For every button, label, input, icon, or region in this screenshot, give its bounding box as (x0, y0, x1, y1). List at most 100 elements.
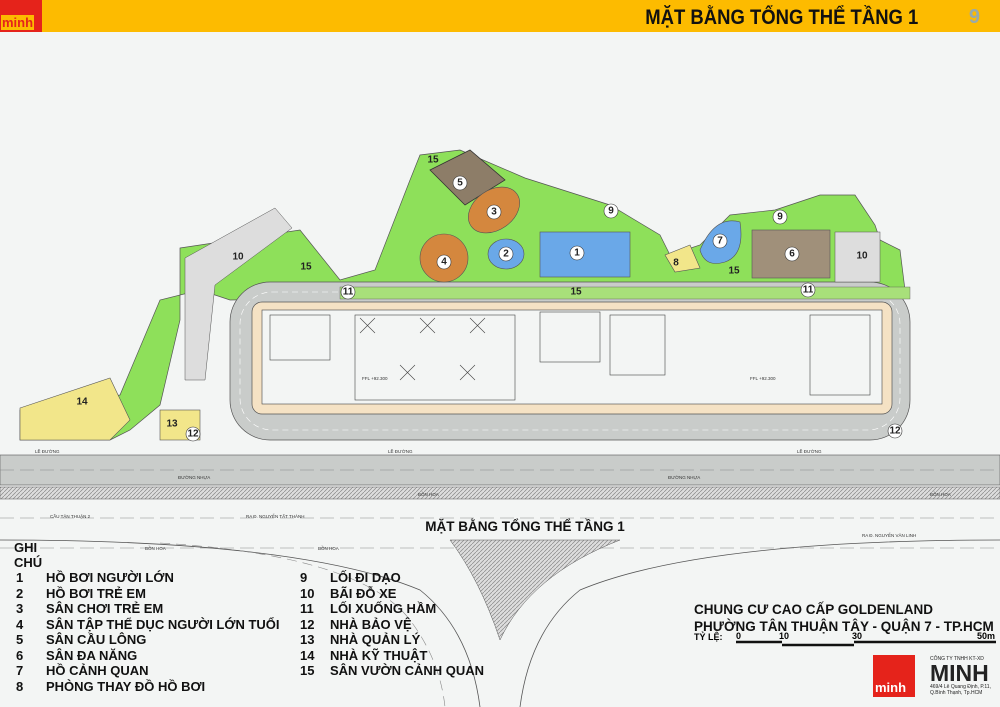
legend-number: 13 (300, 632, 315, 647)
scale-tick: 50m (977, 631, 995, 641)
street-label: BỒN HOA (930, 491, 951, 497)
legend-number: 3 (16, 601, 24, 616)
parking-left (184, 207, 293, 381)
legend-text: NHÀ QUẢN LÝ (330, 632, 421, 647)
marker-number: 14 (76, 397, 88, 408)
marker-number: 9 (608, 206, 614, 217)
legend-text: SÂN ĐA NĂNG (46, 647, 138, 663)
scale-tick: 0 (736, 631, 741, 641)
legend-number: 1 (16, 570, 24, 585)
legend-number: 12 (300, 616, 315, 632)
marker-12: 12 (887, 423, 903, 439)
marker-3: 3 (486, 204, 502, 220)
street-label: ĐƯỜNG NHỰA (178, 474, 210, 480)
parking-right (834, 231, 881, 283)
marker-circle (569, 245, 585, 261)
marker-circle (185, 426, 201, 442)
marker-9: 9 (603, 203, 619, 219)
marker-number: 11 (343, 287, 354, 298)
legend-number: 10 (300, 585, 315, 601)
marker-circle (712, 233, 728, 249)
marker-number: 3 (491, 207, 497, 218)
marker-number: 15 (427, 155, 439, 166)
legend-number: 7 (16, 663, 24, 678)
plan-caption: MẶT BẰNG TỔNG THỂ TẦNG 1 (425, 519, 625, 534)
marker-circle (436, 254, 452, 270)
site-plan: FFL +92.300 FFL +92.300 LỀ ĐƯỜNG LỀ ĐƯỜN… (0, 149, 1000, 707)
marker-circle (800, 282, 816, 298)
brand-logo: minh (873, 655, 915, 697)
company-info: CÔNG TY TNHH KT-XD MINH 469/4 Lê Quang Đ… (930, 656, 991, 696)
marker-circle (887, 423, 903, 439)
internal-road-lane (239, 291, 901, 431)
garden-strip (339, 286, 911, 300)
legend-text: SÂN CẦU LÔNG (46, 632, 147, 647)
marker-2: 2 (498, 246, 514, 262)
project-name: CHUNG CƯ CAO CẤP GOLDENLAND (694, 602, 933, 617)
marker-number: 12 (889, 426, 901, 437)
marker-circle (498, 246, 514, 262)
project-info: CHUNG CƯ CAO CẤP GOLDENLAND PHƯỜNG TÂN T… (694, 601, 994, 635)
street-label: ĐƯỜNG NHỰA (668, 474, 700, 480)
street-label: RA Đ. NGUYỄN TẤT THÀNH (246, 513, 305, 519)
adult-pool (539, 231, 631, 278)
legend-number: 5 (16, 632, 24, 647)
company-name: MINH (930, 660, 989, 686)
company-type: CÔNG TY TNHH KT-XD (930, 656, 984, 662)
marker-circle (603, 203, 619, 219)
legend-number: 4 (16, 616, 24, 632)
legend-number: 14 (300, 647, 315, 663)
legend-number: 15 (300, 663, 315, 678)
marker-6: 6 (784, 246, 800, 262)
legend-number: 6 (16, 647, 24, 663)
ffl-label: FFL +92.300 (750, 376, 776, 381)
building-interior (261, 309, 883, 405)
marker-11: 11 (800, 282, 816, 298)
marker-circle (340, 284, 356, 300)
scale-label: TỶ LỆ: (694, 632, 723, 642)
ffl-label: FFL +92.300 (362, 376, 388, 381)
marker-number: 15 (570, 287, 582, 298)
marker-number: 10 (232, 252, 244, 263)
legend-text: HỒ BƠI NGƯỜI LỚN (46, 570, 174, 585)
marker-14: 14 (76, 397, 88, 408)
marker-number: 15 (728, 266, 740, 277)
scale-graphic: 0 10 30 50m (736, 631, 996, 647)
marker-15: 15 (570, 287, 582, 298)
marker-circle (772, 209, 788, 225)
street-label: CẦU TÂN THUẬN 2 (50, 513, 91, 519)
marker-4: 4 (436, 254, 452, 270)
legend-item: 6 SÂN ĐA NĂNG (16, 648, 137, 663)
marker-number: 9 (777, 212, 783, 223)
street-label: RA Đ. NGUYỄN VĂN LINH (862, 532, 916, 538)
logo: minh (0, 0, 42, 32)
street-label: LỀ ĐƯỜNG (797, 448, 822, 454)
legend-title: GHI CHÚ (14, 540, 43, 570)
legend-text: HỒ CẢNH QUAN (46, 663, 149, 678)
marker-8: 8 (673, 258, 679, 269)
marker-12: 12 (185, 426, 201, 442)
marker-10: 10 (856, 251, 868, 262)
legend-text: NHÀ BẢO VỆ (330, 616, 412, 632)
marker-13: 13 (166, 419, 178, 430)
marker-7: 7 (712, 233, 728, 249)
legend-number: 8 (16, 678, 24, 694)
marker-15: 15 (728, 266, 740, 277)
marker-number: 2 (503, 249, 509, 260)
legend-text: SÂN CHƠI TRẺ EM (46, 601, 164, 616)
legend-item: 1 HỒ BƠI NGƯỜI LỚN (16, 570, 174, 585)
street-label: LỀ ĐƯỜNG (35, 448, 60, 454)
marker-number: 15 (300, 262, 312, 273)
legend-text: LỐI XUỐNG HẦM (330, 601, 437, 616)
ramp-right (519, 539, 1000, 707)
marker-number: 12 (187, 429, 199, 440)
company-address: 469/4 Lê Quang Định, P.11, (930, 684, 991, 690)
